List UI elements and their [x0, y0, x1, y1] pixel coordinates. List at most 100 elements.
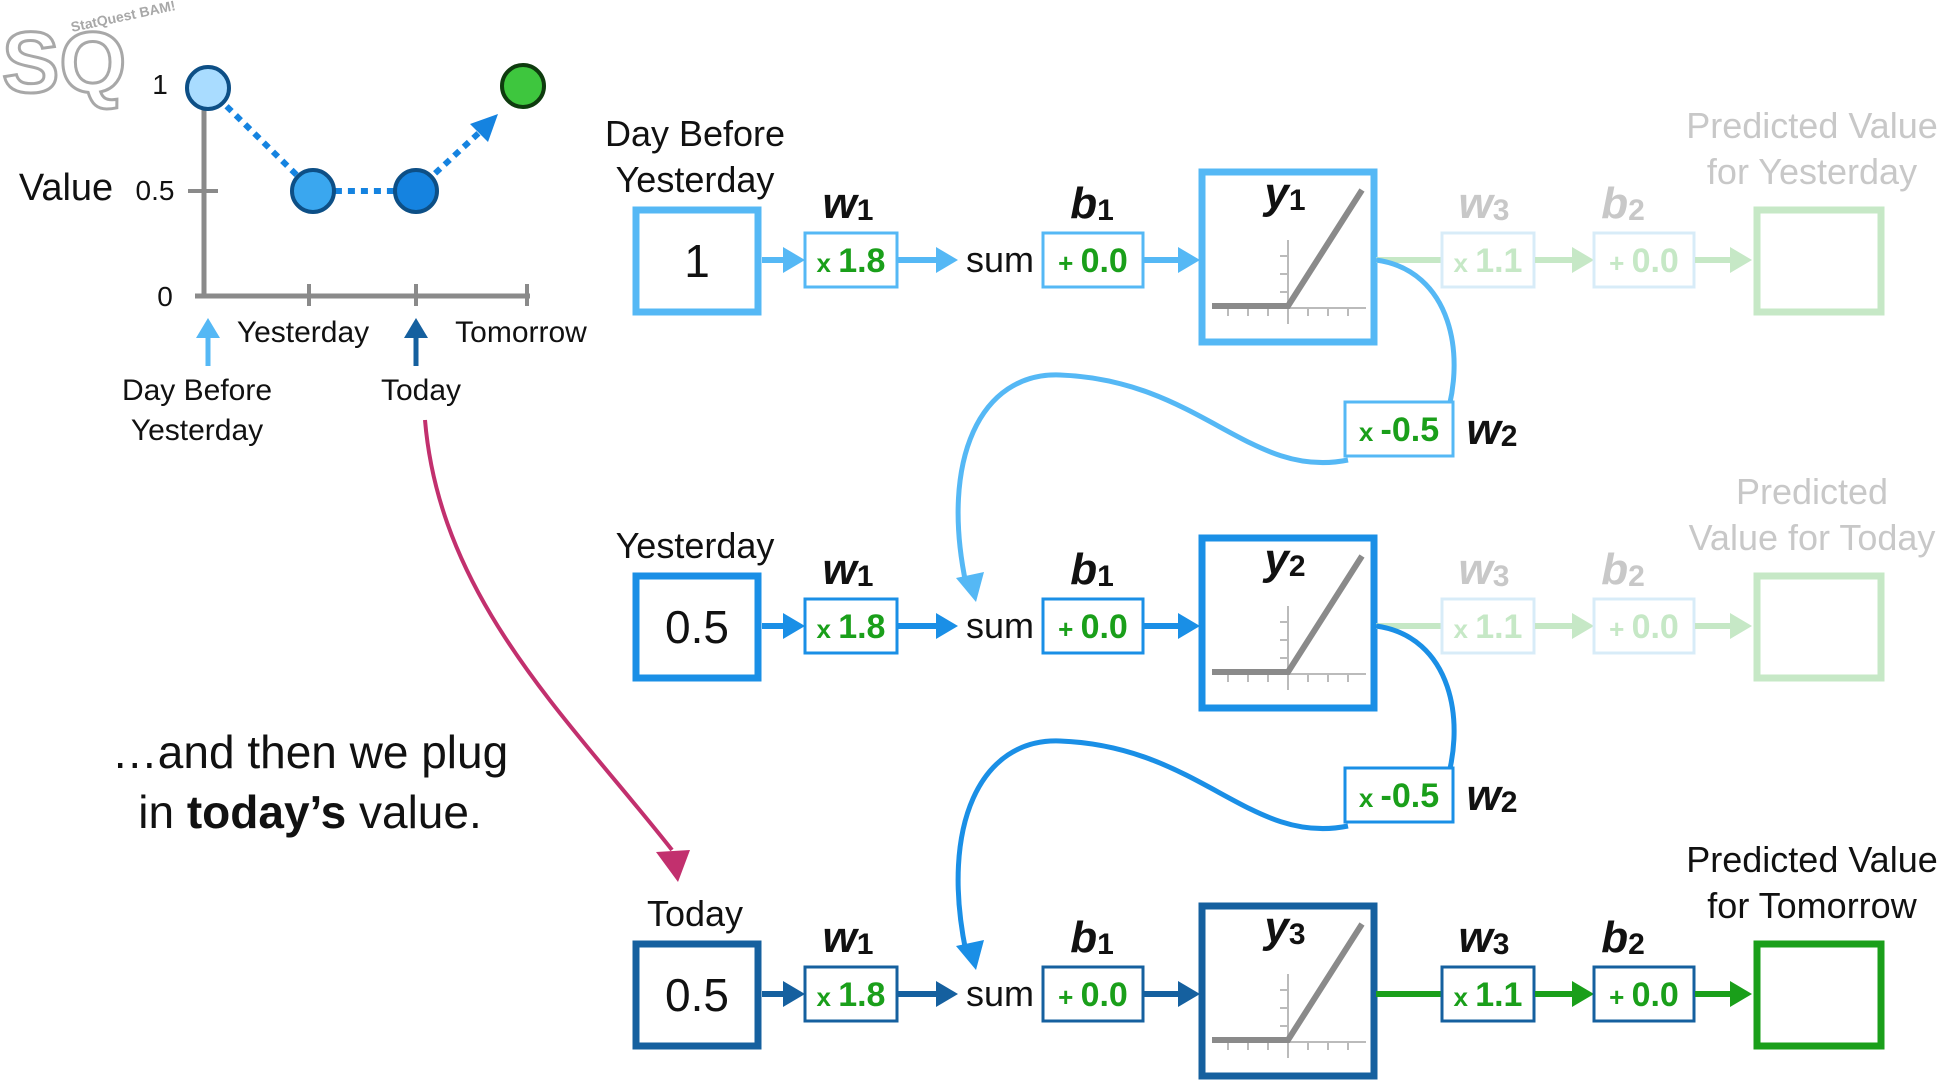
x-label-tomorrow: Tomorrow — [455, 316, 587, 349]
sum-label: sum — [966, 239, 1034, 280]
x-label-yesterday: Yesterday — [237, 316, 369, 349]
arrow-w3-b2-head — [1572, 247, 1594, 273]
x-label-today: Today — [381, 374, 461, 407]
w3-label: w3 — [1459, 179, 1510, 228]
relu-curve — [1212, 554, 1365, 675]
point-tomorrow — [500, 63, 546, 109]
y-tick-label-half: 0.5 — [136, 175, 175, 206]
arrow-b1-activation-head — [1178, 247, 1200, 273]
sum-label: sum — [966, 973, 1034, 1014]
caption-post: value. — [346, 786, 482, 838]
b1-box-value: + 0.0 — [1058, 242, 1128, 280]
y-label: y1 — [1262, 169, 1305, 218]
output-box — [1753, 940, 1885, 1050]
w1-label: w1 — [823, 545, 874, 594]
b2-box — [1592, 965, 1696, 1023]
input-value: 0.5 — [665, 601, 729, 653]
arrow-input-w1-head — [783, 247, 805, 273]
b2-box-value: + 0.0 — [1609, 242, 1679, 280]
w3-box-value: x 1.1 — [1454, 976, 1523, 1014]
b1-label: b1 — [1070, 913, 1114, 962]
b2-label: b2 — [1601, 179, 1645, 228]
relu-curve — [1212, 188, 1365, 309]
point-yesterday — [290, 168, 336, 214]
feedback-arrowhead — [956, 572, 984, 602]
today-pointer-curve — [423, 419, 674, 852]
w2-box — [1343, 766, 1455, 824]
y-axis-label: Value — [19, 167, 113, 209]
feedback-curve — [955, 372, 1349, 585]
w2-label: w2 — [1467, 771, 1518, 820]
w1-label: w1 — [823, 179, 874, 228]
arrow-b2-output-head — [1730, 613, 1752, 639]
arrow-b1-activation-head — [1178, 981, 1200, 1007]
caption-line-2: in today’s value. — [60, 782, 560, 842]
w2-box-value: x -0.5 — [1359, 777, 1439, 815]
input-label: Yesterday — [616, 525, 775, 566]
w1-box — [803, 965, 899, 1023]
w1-box — [803, 597, 899, 655]
feedback-loop-2: x -0.5 w2 — [955, 623, 1518, 970]
w2-box — [1343, 400, 1455, 458]
arrow-input-w1-head — [783, 613, 805, 639]
b2-box — [1592, 231, 1696, 289]
caption-mid: in — [138, 786, 187, 838]
series-arrowhead — [470, 114, 498, 142]
w3-box — [1440, 231, 1536, 289]
statquest-logo: SQ StatQuest BAM! — [1, 0, 177, 113]
arrow-w3-b2-head — [1572, 613, 1594, 639]
caption-line-1: …and then we plug — [111, 726, 509, 778]
w1-box — [803, 231, 899, 289]
w1-box-value: x 1.8 — [817, 976, 886, 1014]
b1-box-value: + 0.0 — [1058, 976, 1128, 1014]
y-label: y2 — [1262, 535, 1305, 584]
arrow-w1-sum-head — [936, 247, 958, 273]
point-day-before-yesterday — [185, 65, 231, 111]
b1-box — [1041, 231, 1145, 289]
input-label: Today — [647, 893, 743, 934]
w1-box-value: x 1.8 — [817, 242, 886, 280]
point-today — [393, 168, 439, 214]
b2-box — [1592, 597, 1696, 655]
sum-label: sum — [966, 605, 1034, 646]
arrow-b2-output-head — [1730, 247, 1752, 273]
input-box — [632, 206, 762, 316]
pointer-arrowhead-today — [404, 318, 428, 338]
svg-text:SQ: SQ — [2, 15, 126, 111]
arrow-b2-output-head — [1730, 981, 1752, 1007]
y-label: y3 — [1262, 903, 1305, 952]
input-value: 1 — [684, 235, 710, 287]
b2-label: b2 — [1601, 545, 1645, 594]
input-value: 0.5 — [665, 969, 729, 1021]
w1-label: w1 — [823, 913, 874, 962]
caption: …and then we plug in today’s value. — [60, 722, 560, 842]
w3-box-value: x 1.1 — [1454, 242, 1523, 280]
arrow-b1-activation-head — [1178, 613, 1200, 639]
w3-box-value: x 1.1 — [1454, 608, 1523, 646]
b1-box — [1041, 597, 1145, 655]
b1-label: b1 — [1070, 545, 1114, 594]
value-chart: 1 0.5 0 Value Yesterday Tomorrow Day Bef… — [19, 63, 587, 447]
caption-bold: today’s — [186, 786, 347, 838]
b1-label: b1 — [1070, 179, 1114, 228]
w3-box — [1440, 965, 1536, 1023]
output-box — [1753, 572, 1885, 682]
y-tick-label-0: 0 — [157, 281, 173, 312]
relu-curve — [1212, 922, 1365, 1043]
y-tick-label-1: 1 — [152, 69, 168, 100]
b2-box-value: + 0.0 — [1609, 976, 1679, 1014]
feedback-curve — [955, 738, 1349, 953]
w1-box-value: x 1.8 — [817, 608, 886, 646]
b1-box-value: + 0.0 — [1058, 608, 1128, 646]
today-pointer-arrowhead — [656, 850, 690, 882]
pointer-arrowhead-day-before — [196, 318, 220, 338]
arrow-input-w1-head — [783, 981, 805, 1007]
